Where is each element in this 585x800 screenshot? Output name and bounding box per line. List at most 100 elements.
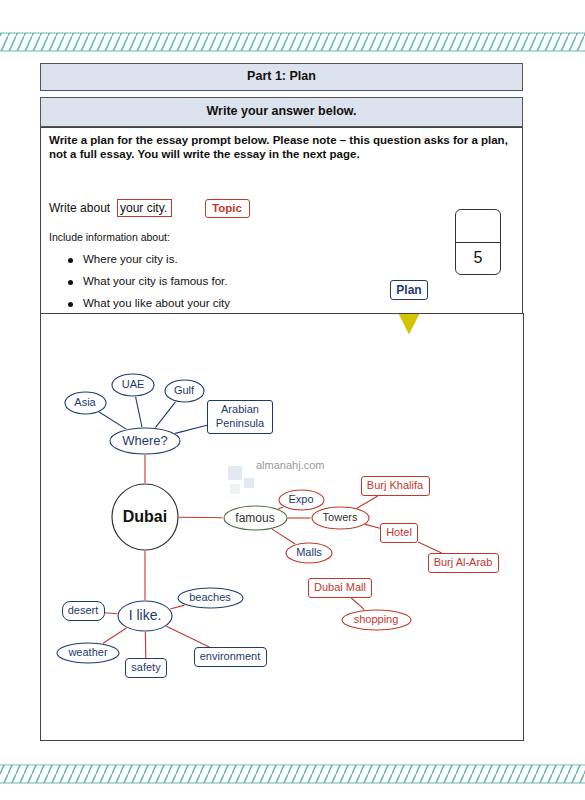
outline (342, 610, 411, 630)
outline (178, 588, 243, 608)
node-text: Hotel (386, 526, 412, 540)
plan-area (41, 314, 524, 741)
node-text: Towers (323, 511, 358, 525)
leaf-box: Hotel (380, 523, 418, 543)
leaf-box: safety (125, 658, 167, 678)
node-text: weather (68, 646, 107, 660)
node-text: Write your answer below. (206, 104, 356, 120)
band-rule (0, 51, 585, 52)
mindmap-link (357, 496, 378, 508)
instruction-text: Write a plan for the essay prompt below.… (49, 133, 511, 162)
outline (224, 506, 287, 530)
band-hatch (0, 33, 585, 51)
leaf-ellipse: Malls (285, 542, 333, 564)
node-text: Arabian Peninsula (212, 403, 268, 431)
leaf-box: Burj Khalifa (361, 476, 430, 496)
center-circle: Dubai (111, 483, 179, 551)
bullet-dot (68, 280, 73, 285)
outline (118, 601, 172, 631)
band-hatch (0, 765, 585, 783)
branch-ellipse: I like. (117, 600, 173, 632)
outline (112, 484, 178, 550)
node-text: Part 1: Plan (247, 69, 316, 85)
mindmap-link (136, 397, 142, 427)
band-rule (0, 765, 585, 766)
outline (286, 543, 332, 563)
node-text: desert (68, 604, 99, 618)
bullet-text: What you like about your city (83, 296, 230, 310)
score-divider (456, 242, 500, 243)
bullet-dot (68, 302, 73, 307)
node-text: Where? (122, 433, 168, 449)
mindmap-link (365, 524, 380, 528)
node-text: environment (200, 650, 261, 664)
mindmap-link (155, 402, 175, 428)
mindmap-link (278, 507, 283, 509)
outline (165, 380, 204, 402)
node-text: UAE (122, 378, 145, 392)
mindmap-link (272, 529, 295, 544)
node-text: safety (131, 661, 160, 675)
bullet-text: Where your city is. (83, 252, 178, 266)
leaf-box: environment (194, 647, 267, 667)
bullet-dot (68, 258, 73, 263)
leaf-box: Dubai Mall (308, 578, 372, 598)
node-text: Expo (288, 493, 313, 507)
prompt-text: Include information about: (49, 231, 170, 244)
outline (112, 374, 154, 396)
node-text: Plan (396, 283, 421, 298)
node-text: your city. (120, 201, 167, 216)
node-text: Asia (74, 396, 95, 410)
leaf-box: desert (62, 601, 105, 621)
top-band (0, 33, 585, 51)
outline (65, 392, 106, 414)
band-rule (0, 783, 585, 784)
mindmap-link (175, 425, 207, 433)
mindmap-link (166, 626, 209, 647)
plan-tag: Plan (390, 280, 428, 300)
node-text: I like. (129, 607, 162, 625)
leaf-box: Burj Al-Arab (428, 553, 499, 573)
mindmap-link (144, 551, 145, 600)
prompt-text: Write about (49, 201, 110, 216)
mindmap-link (288, 517, 311, 518)
topic-highlight: your city. (117, 199, 172, 217)
node-text: famous (235, 511, 274, 526)
node-text: Topic (212, 201, 242, 215)
mindmap-link (179, 517, 223, 519)
node-text: Dubai Mall (314, 581, 366, 595)
watermark-text: almanahj.com (256, 459, 324, 473)
topic-tag: Topic (205, 199, 250, 218)
leaf-ellipse: Gulf (164, 379, 205, 403)
node-text: Gulf (174, 384, 194, 398)
leaf-ellipse: Expo (278, 489, 325, 511)
leaf-ellipse: beaches (177, 587, 244, 609)
outline (279, 490, 324, 510)
node-text: 5 (474, 248, 483, 268)
leaf-ellipse: Towers (311, 506, 370, 530)
outline (312, 507, 369, 529)
node-text: Burj Khalifa (367, 479, 423, 493)
node-text: Malls (296, 546, 322, 560)
leaf-ellipse: shopping (341, 609, 412, 631)
outline (110, 428, 180, 454)
header-band: Write your answer below. (40, 97, 523, 127)
node-text: shopping (354, 613, 399, 627)
branch-ellipse: Where? (109, 427, 181, 455)
mindmap-link (351, 598, 364, 610)
node-text: beaches (189, 591, 231, 605)
prompt-box: Write a plan for the essay prompt below.… (40, 127, 523, 314)
logo-square (228, 466, 242, 480)
node-text: Burj Al-Arab (434, 556, 493, 570)
mindmap-link (144, 455, 145, 483)
mindmap-link (99, 412, 126, 429)
band-rule (0, 33, 585, 34)
outline (57, 643, 119, 663)
watermark-logo (228, 466, 254, 494)
leaf-ellipse: UAE (111, 373, 155, 397)
bottom-band (0, 765, 585, 783)
mindmap-link (145, 632, 147, 658)
logo-square (244, 478, 254, 488)
mindmap-link (170, 605, 184, 609)
